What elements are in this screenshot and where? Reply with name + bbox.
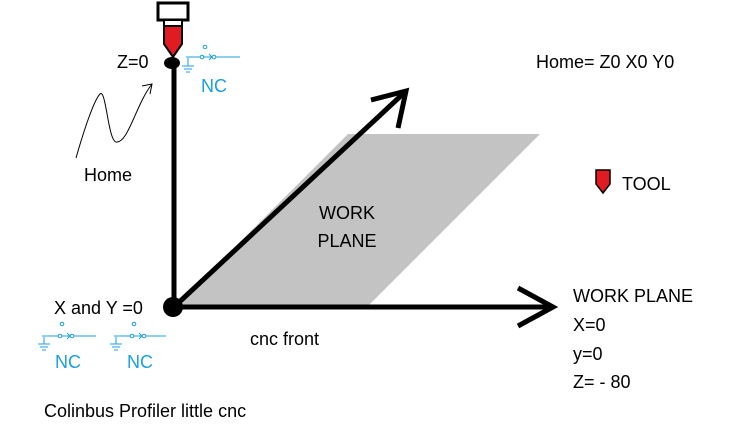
y-switch-nc-label: NC xyxy=(127,352,153,372)
work-plane xyxy=(176,134,540,306)
origin-point xyxy=(163,297,183,317)
home-arrow-icon xyxy=(75,83,153,159)
cnc-front-label: cnc front xyxy=(250,329,320,349)
work-plane-info-z: Z= - 80 xyxy=(573,372,631,392)
home-formula-label: Home= Z0 X0 Y0 xyxy=(536,52,675,72)
z-zero-label: Z=0 xyxy=(117,52,149,72)
work-plane-label-line2: PLANE xyxy=(317,231,377,251)
tool-label: TOOL xyxy=(622,174,671,194)
work-plane-info-x: X=0 xyxy=(573,315,606,335)
y-axis-arrowhead xyxy=(370,87,410,129)
y-axis-line xyxy=(173,90,407,308)
work-plane-label-line1: WORK xyxy=(319,203,375,223)
x-axis-arrowhead xyxy=(516,285,559,329)
work-plane-info-y: y=0 xyxy=(573,344,603,364)
tool-legend-icon xyxy=(595,169,611,195)
work-plane-info-title: WORK PLANE xyxy=(573,286,694,306)
limit-switch-icon xyxy=(110,321,166,351)
limit-switch-icon xyxy=(38,321,96,351)
xy-zero-label: X and Y =0 xyxy=(54,298,143,318)
x-switch-nc-label: NC xyxy=(55,352,81,372)
home-label: Home xyxy=(84,165,133,185)
z-switch-nc-label: NC xyxy=(201,76,227,96)
limit-switch-icon xyxy=(182,44,240,73)
footer-label: Colinbus Profiler little cnc xyxy=(44,401,247,421)
z-zero-point xyxy=(164,57,180,69)
tool-icon xyxy=(156,1,190,59)
